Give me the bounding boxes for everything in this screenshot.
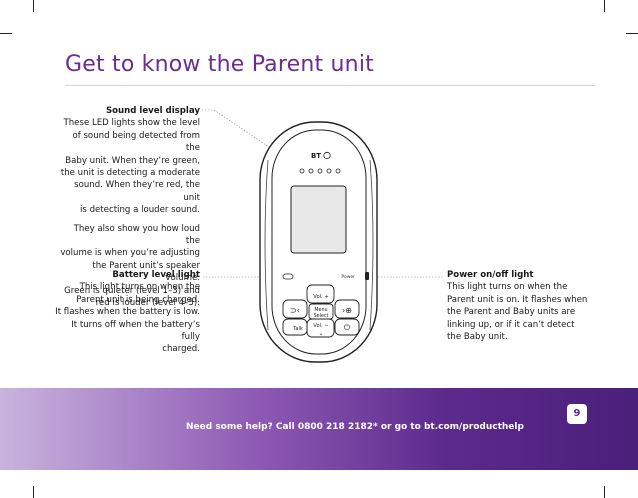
- power-text: Parent unit is on. It flashes when: [447, 294, 588, 305]
- sound-level-text: of sound being detected from the: [72, 130, 200, 154]
- crop-mark: [604, 0, 605, 12]
- device-side-grip: [369, 159, 374, 331]
- menu-label: Menu: [314, 307, 327, 313]
- crop-mark: [33, 0, 34, 12]
- led-5: [335, 168, 341, 174]
- left-arrow-button: [282, 299, 308, 319]
- sound-level-volume-text: Green is quieter (level 1–3) and: [64, 285, 200, 296]
- device-side-grip: [264, 159, 269, 331]
- sound-level-volume-text: volume is when you’re adjusting: [60, 248, 200, 259]
- power-callout: Power on/off light This light turns on w…: [447, 269, 597, 343]
- vol-up-label: Vol. +: [313, 294, 328, 300]
- vol-down-label: Vol. −: [313, 323, 328, 329]
- talk-button: [282, 318, 308, 336]
- vol-up-button: [306, 284, 335, 304]
- led-2: [308, 168, 314, 174]
- device-screen: [290, 185, 347, 254]
- brand-logo-globe: [323, 151, 331, 160]
- led-4: [326, 168, 332, 174]
- battery-level-light: [282, 273, 294, 280]
- sound-level-volume-text: They also show you how loud the: [73, 223, 200, 247]
- zoom-icon: ›⊕: [342, 306, 352, 315]
- keypad: Vol. + ⊃‹ Menu Select ›⊕ Vol. − ⌄ Talk ⏻: [282, 284, 360, 338]
- footer-band: [0, 388, 638, 470]
- battery-text: It turns off when the battery’s fully: [71, 319, 200, 343]
- sound-level-leds: [299, 168, 341, 174]
- power-text: linking up, or if it can’t detect: [447, 319, 575, 330]
- crop-mark: [33, 486, 34, 498]
- footer-help-text: Need some help? Call 0800 218 2182* or g…: [186, 422, 524, 432]
- left-arrow-icon: ⊃‹: [290, 306, 300, 315]
- power-text: the Baby unit.: [447, 332, 508, 343]
- sound-level-callout: Sound level display These LED lights sho…: [60, 105, 200, 310]
- sound-level-text: sound. When they’re red, the unit: [74, 180, 200, 203]
- right-zoom-button: [334, 299, 360, 319]
- sound-level-text: Baby unit. When they’re green,: [65, 155, 200, 166]
- talk-label: Talk: [292, 326, 303, 332]
- sound-level-text: is detecting a louder sound.: [79, 205, 200, 216]
- battery-text: This light turns on when the: [79, 282, 200, 293]
- battery-heading: Battery level light: [112, 270, 200, 280]
- title-divider: [65, 85, 595, 86]
- sound-level-volume-text: red is louder (level 4–5).: [95, 298, 200, 309]
- brand-logo: BT: [311, 152, 321, 160]
- page-title: Get to know the Parent unit: [65, 52, 374, 77]
- crop-mark: [626, 33, 638, 34]
- battery-text: charged.: [162, 344, 200, 355]
- power-label: Power: [341, 274, 355, 280]
- chevron-down-icon: ⌄: [318, 330, 323, 337]
- crop-mark: [0, 33, 12, 34]
- battery-callout: Battery level light This light turns on …: [55, 269, 200, 356]
- power-heading: Power on/off light: [447, 270, 534, 280]
- crop-mark: [604, 486, 605, 498]
- power-button: [334, 318, 360, 336]
- battery-text: It flashes when the battery is low.: [55, 307, 200, 318]
- sound-level-text: the unit is detecting a moderate: [60, 168, 200, 179]
- sound-level-volume-text: the Parent unit’s speaker volume.: [92, 260, 200, 284]
- sound-level-heading: Sound level display: [105, 106, 200, 116]
- page-number: 9: [567, 404, 587, 424]
- power-icon: ⏻: [344, 323, 351, 332]
- power-light: [365, 272, 369, 280]
- sound-level-text: These LED lights show the level: [63, 118, 200, 129]
- power-text: the Parent and Baby units are: [447, 307, 576, 318]
- battery-text: Parent unit is being charged.: [76, 294, 200, 305]
- led-1: [299, 168, 305, 174]
- select-label: Select: [314, 313, 329, 319]
- power-text: This light turns on when the: [447, 282, 568, 293]
- led-3: [317, 168, 323, 174]
